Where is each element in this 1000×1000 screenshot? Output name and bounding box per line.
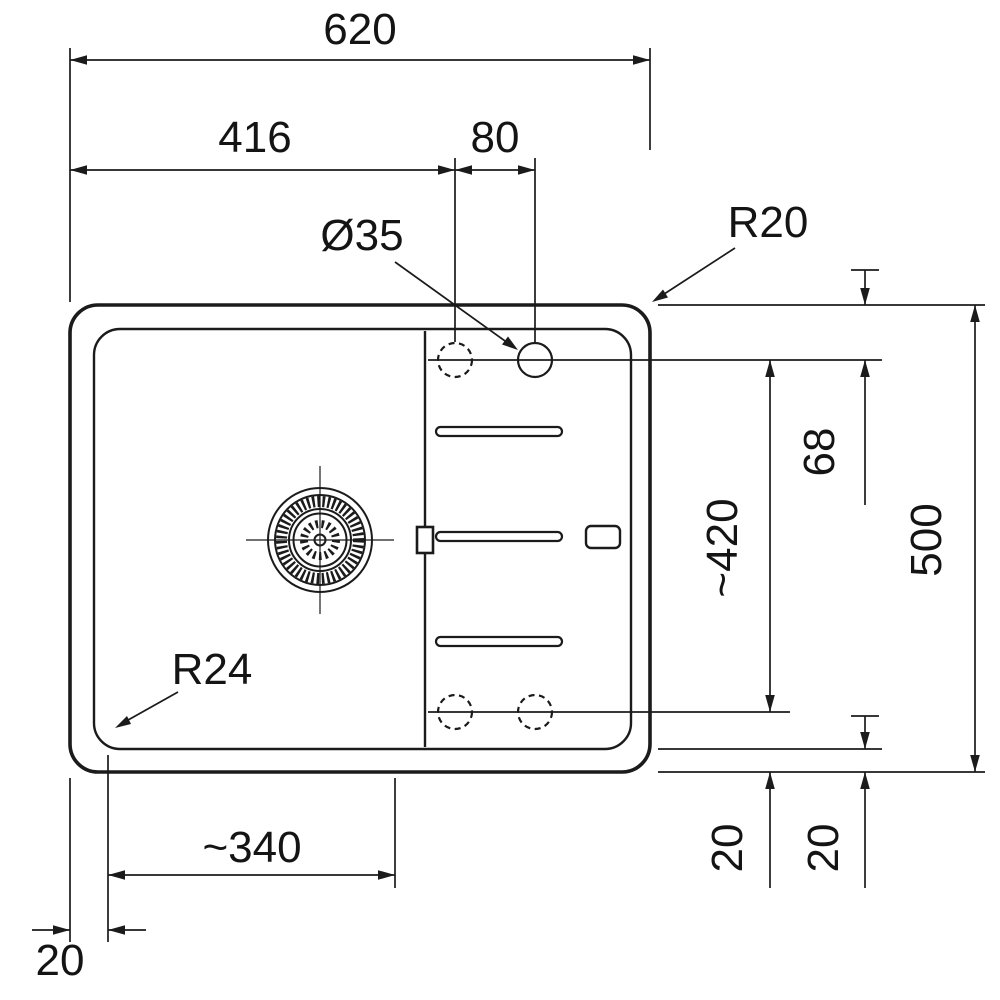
arrow-68-top: [860, 288, 870, 305]
arrow-500-top: [970, 305, 980, 322]
label-hole-line-spacing: ~420: [698, 498, 747, 597]
groove-top: [434, 425, 564, 438]
extension-lines: [69, 48, 985, 942]
arrow-420-top: [765, 360, 775, 377]
label-bowl-width: ~340: [202, 823, 301, 872]
drain-slot-ring: [300, 520, 340, 560]
leader-arrow-outer-radius: [652, 289, 668, 302]
leader-hole-diameter: [394, 261, 513, 347]
leader-lines: [115, 247, 736, 728]
leader-bowl-radius: [120, 691, 179, 725]
groove-middle: [434, 530, 564, 543]
arrow-340-right: [378, 870, 395, 880]
label-outer-corner-radius: R20: [728, 198, 809, 247]
drain-outer-circle: [267, 487, 373, 593]
label-hole-diameter: Ø35: [320, 211, 403, 260]
arrow-20a-bottom: [765, 772, 775, 789]
label-bottom-offset-b: 20: [799, 824, 848, 873]
arrow-416-left: [70, 165, 87, 175]
label-bottom-offset-a: 20: [703, 824, 752, 873]
arrow-340-left: [108, 870, 125, 880]
drainer-grooves: [434, 425, 564, 648]
label-left-to-hole: 416: [218, 113, 291, 162]
sink-outer-edge: [68, 303, 652, 774]
overflow-slot: [415, 525, 435, 555]
drain-inner-circle-a: [288, 508, 352, 572]
drain-center-circle: [313, 533, 327, 547]
arrow-20-rim-right: [108, 925, 125, 935]
arrow-20-rim-left: [53, 925, 70, 935]
arrow-420-bottom: [765, 695, 775, 712]
drain-inner-circle-b: [292, 512, 348, 568]
label-bowl-corner-radius: R24: [172, 645, 253, 694]
groove-bottom: [434, 635, 564, 648]
arrow-20b-bottom: [860, 772, 870, 789]
arrow-620-left: [70, 55, 87, 65]
leader-arrow-bowl-radius: [115, 716, 131, 728]
arrow-620-right: [633, 55, 650, 65]
dimension-lines: [32, 55, 980, 935]
label-rim-width: 20: [36, 936, 85, 985]
drain-knurled-ring: [276, 496, 364, 584]
arrow-20b-top: [860, 732, 870, 749]
tap-holes: [436, 341, 554, 731]
label-top-to-hole-line: 68: [795, 428, 844, 477]
label-hole-spacing: 80: [471, 113, 520, 162]
leader-arrow-hole-diameter: [502, 336, 518, 350]
arrow-500-bottom: [970, 755, 980, 772]
drain-second-circle: [274, 494, 366, 586]
sink-inner-rim: [92, 327, 633, 751]
label-overall-width: 620: [323, 5, 396, 54]
label-overall-depth: 500: [902, 503, 951, 576]
drainer-slot: [584, 524, 622, 550]
drain-strainer: [246, 466, 394, 614]
arrow-68-bottom: [860, 360, 870, 377]
arrow-80-right: [518, 165, 535, 175]
arrow-80-left: [455, 165, 472, 175]
arrow-416-right: [438, 165, 455, 175]
leader-outer-radius: [657, 247, 736, 299]
dimension-labels: 620 416 80 Ø35 R20 R24 ~340 20 68 ~420 5…: [36, 5, 951, 985]
